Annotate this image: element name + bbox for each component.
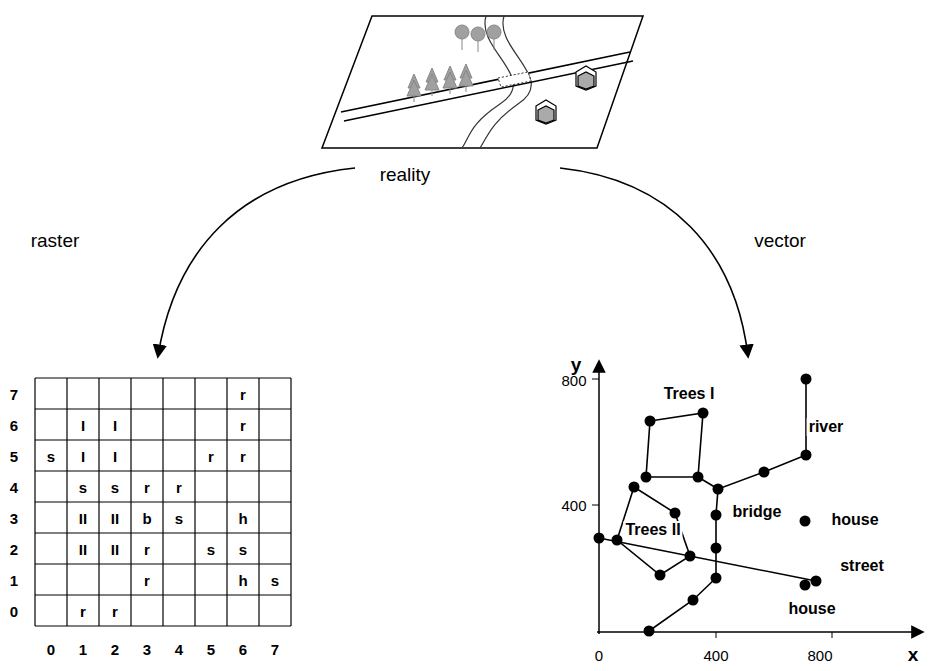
feature-label: river [807,418,846,436]
caption-label: reality [380,165,431,184]
cell-code: r [176,479,182,494]
axis-number: 2 [10,541,18,556]
vector-plot [592,362,922,638]
cell-code: r [80,603,86,618]
tick-label: 400 [561,498,586,513]
axis-label: y [571,355,582,374]
cell-code: h [238,572,247,587]
cell-code: h [238,510,247,525]
axis-number: 1 [10,572,18,587]
axis-number: 3 [10,510,18,525]
cell-code: r [144,541,150,556]
axis-number: 5 [207,642,215,657]
feature-label: house [829,511,880,529]
cell-code: r [240,417,246,432]
cell-code: II [111,510,119,525]
vector-features [594,374,822,637]
axis-number: 7 [10,386,18,401]
cell-code: s [239,541,247,556]
caption-label: raster [31,231,80,250]
cell-code: b [142,510,151,525]
feature-label: Trees I [662,385,717,403]
cell-code: s [47,448,55,463]
cell-code: s [271,572,279,587]
feature-label: Trees II [623,521,682,539]
tick-label: 800 [807,648,832,663]
axis-number: 0 [10,603,18,618]
cell-code: I [113,417,117,432]
axis-number: 6 [239,642,247,657]
feature-label: bridge [731,503,784,521]
cell-code: r [144,479,150,494]
cell-code: I [113,448,117,463]
cell-code: II [111,541,119,556]
cell-code: r [144,572,150,587]
axis-label: x [908,645,919,664]
raster-grid [35,378,291,626]
axis-number: 4 [10,479,18,494]
axis-number: 1 [79,642,87,657]
reality-map [322,16,643,148]
tick-label: 800 [561,373,586,388]
tick-label: 400 [703,648,728,663]
feature-label: house [786,600,837,618]
cell-code: II [79,541,87,556]
cell-code: s [175,510,183,525]
cell-code: I [81,417,85,432]
axis-number: 2 [111,642,119,657]
cell-code: s [79,479,87,494]
cell-code: r [240,386,246,401]
raster-arrow [158,168,355,356]
cell-code: r [240,448,246,463]
cell-code: r [208,448,214,463]
cell-code: s [111,479,119,494]
cell-code: I [81,448,85,463]
axis-number: 6 [10,417,18,432]
cell-code: r [112,603,118,618]
axis-number: 3 [143,642,151,657]
caption-label: vector [754,231,806,250]
cell-code: II [79,510,87,525]
axis-number: 5 [10,448,18,463]
cell-code: s [207,541,215,556]
feature-label: street [838,557,886,575]
vector-arrow [560,168,748,356]
axis-number: 0 [47,642,55,657]
tick-label: 0 [595,648,603,663]
axis-number: 7 [271,642,279,657]
axis-number: 4 [175,642,183,657]
